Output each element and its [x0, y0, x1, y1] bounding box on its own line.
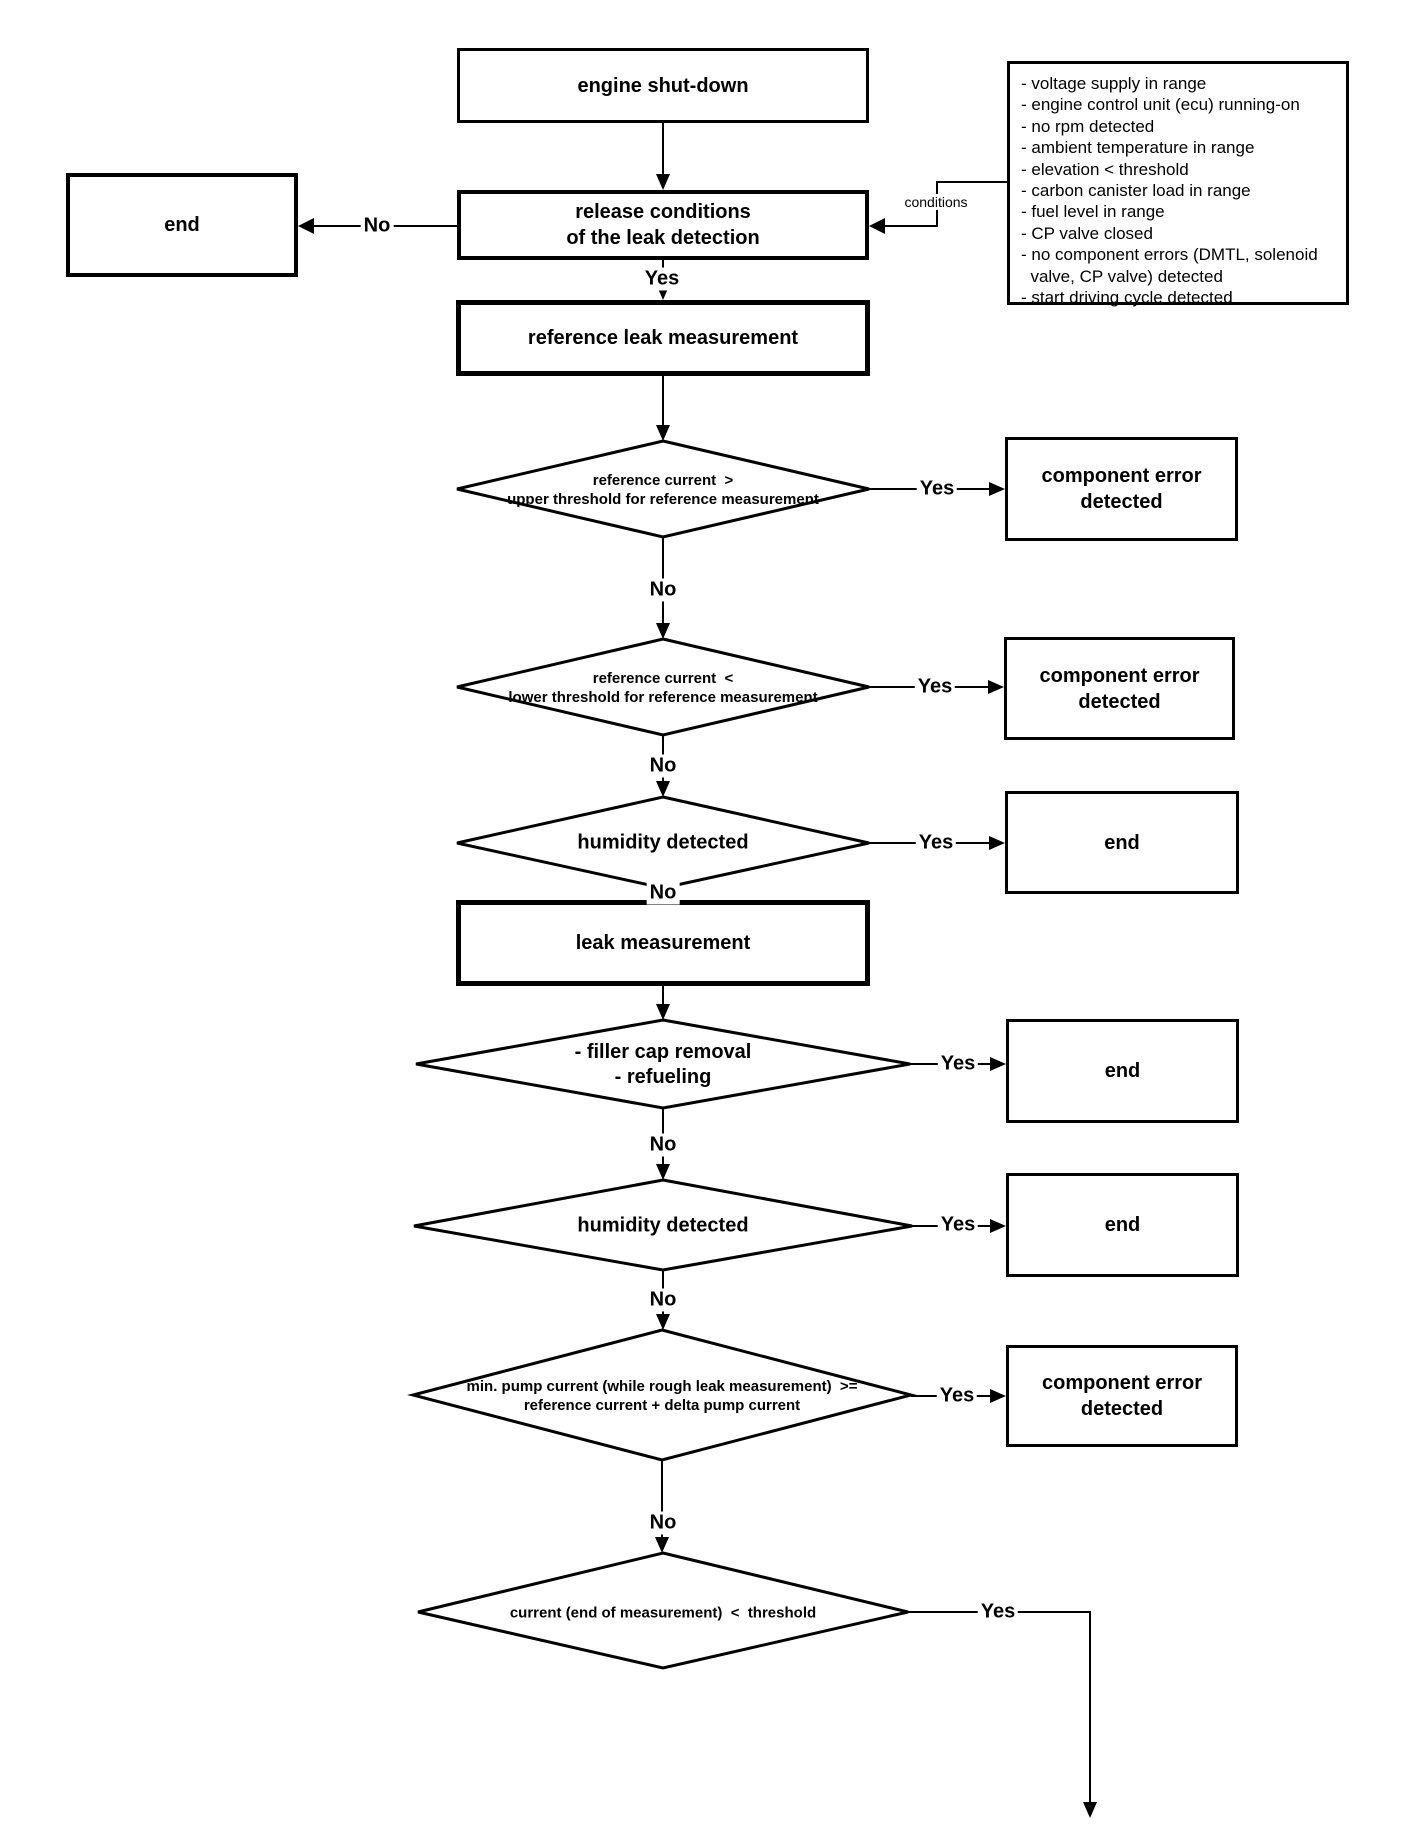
arrowhead-into-ce2 [988, 680, 1004, 694]
label-no-d2: No [646, 754, 680, 778]
label-no-d6: No [646, 1511, 680, 1535]
conditions-note-text: - voltage supply in range - engine contr… [1021, 74, 1318, 308]
arrowhead-into-d5 [656, 1164, 670, 1180]
decision-ref-current-lower-label: reference current < lower threshold for … [508, 670, 818, 706]
node-engine-shutdown: engine shut-down [457, 48, 869, 123]
arrowhead-into-end-left [298, 218, 314, 234]
decision-ref-current-lower-shape [456, 637, 870, 737]
label-yes-d3: Yes [915, 831, 957, 855]
node-component-error-2: component error detected [1004, 637, 1235, 740]
node-component-error-3: component error detected [1006, 1345, 1238, 1447]
label-yes-d4: Yes [937, 1052, 979, 1076]
arrowhead-into-d3 [656, 781, 670, 797]
arrowhead-into-d6 [656, 1314, 670, 1330]
arrowhead-into-d7 [655, 1537, 669, 1553]
arrowhead-into-d2 [656, 623, 670, 639]
node-end-5: end [1006, 1173, 1239, 1277]
decision-min-pump-current-shape [407, 1328, 917, 1462]
node-end-4: end [1006, 1019, 1239, 1123]
label-yes-d5: Yes [937, 1213, 979, 1237]
decision-min-pump-current-label: min. pump current (while rough leak meas… [466, 1378, 858, 1414]
label-no-d4: No [646, 1133, 680, 1157]
node-leak-measurement: leak measurement [456, 900, 870, 986]
label-no-d3: No [646, 881, 680, 905]
label-conditions: conditions [901, 194, 971, 210]
arrowhead-into-ce3 [990, 1389, 1006, 1403]
conditions-note-box: - voltage supply in range - engine contr… [1007, 61, 1349, 308]
label-yes-d6: Yes [936, 1384, 978, 1408]
node-component-error-3-label: component error detected [1041, 1372, 1203, 1420]
decision-ref-current-upper-shape [456, 439, 870, 539]
node-end-3: end [1005, 791, 1239, 894]
arrowhead-into-end5 [990, 1219, 1006, 1233]
node-component-error-1: component error detected [1005, 437, 1238, 541]
arrowhead-bottom-right [1083, 1802, 1097, 1818]
label-yes-release: Yes [641, 267, 683, 291]
node-end-left: end [66, 173, 298, 277]
node-end-4-label: end [1104, 1060, 1141, 1082]
arrowhead-into-d1 [656, 425, 670, 441]
node-component-error-2-label: component error detected [1039, 664, 1200, 713]
edge-d7-yes-down [908, 1611, 1091, 1804]
decision-humidity-2-label: humidity detected [577, 1214, 749, 1237]
decision-end-current-label: current (end of measurement) < threshold [509, 1604, 817, 1622]
label-yes-d2: Yes [914, 675, 956, 699]
label-no-d1: No [646, 578, 680, 602]
node-engine-shutdown-label: engine shut-down [577, 74, 749, 97]
node-reference-leak-measurement-label: reference leak measurement [527, 327, 799, 349]
arrowhead-into-release [656, 174, 670, 190]
node-reference-leak-measurement: reference leak measurement [456, 300, 870, 376]
label-no-release: No [360, 214, 394, 238]
decision-humidity-2-shape [413, 1178, 913, 1272]
node-release-conditions-label: release conditions of the leak detection [566, 201, 760, 249]
arrowhead-into-ce1 [989, 482, 1005, 496]
node-end-5-label: end [1104, 1214, 1141, 1236]
decision-filler-cap-label: - filler cap removal - refueling [574, 1041, 752, 1088]
arrowhead-into-d4 [656, 1004, 670, 1020]
arrowhead-conditions-into-release [869, 218, 885, 234]
decision-filler-cap-shape [415, 1018, 911, 1110]
node-leak-measurement-label: leak measurement [575, 932, 751, 954]
node-component-error-1-label: component error detected [1041, 465, 1202, 513]
arrowhead-into-end3 [989, 836, 1005, 850]
node-end-left-label: end [164, 214, 200, 236]
decision-ref-current-upper-label: reference current > upper threshold for … [507, 472, 819, 508]
node-end-3-label: end [1104, 831, 1140, 854]
label-yes-d1: Yes [916, 477, 958, 501]
label-yes-d7: Yes [977, 1600, 1019, 1624]
decision-end-current-shape [417, 1551, 909, 1670]
arrowhead-into-end4 [990, 1057, 1006, 1071]
node-release-conditions: release conditions of the leak detection [457, 190, 869, 260]
label-no-d5: No [646, 1288, 680, 1312]
decision-humidity-1-label: humidity detected [577, 831, 749, 854]
